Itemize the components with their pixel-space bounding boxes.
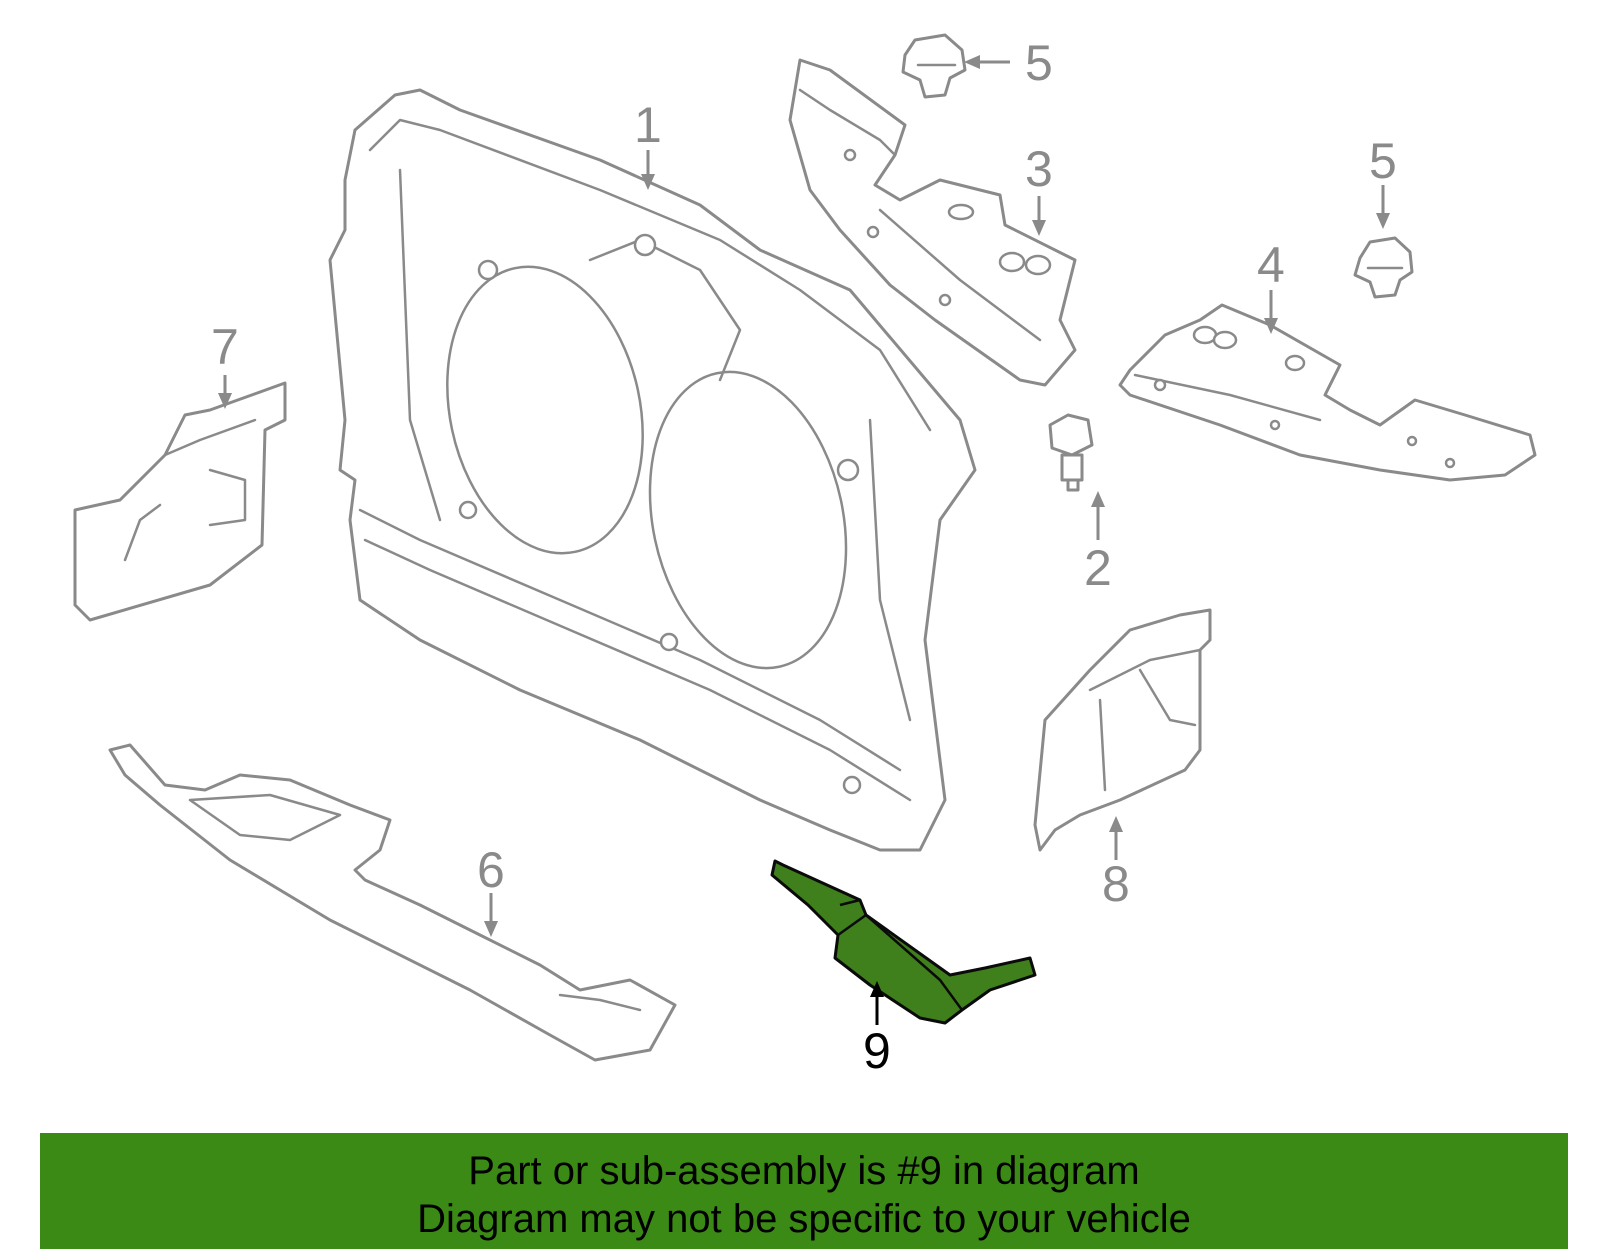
part-3-air-guide bbox=[788, 58, 1077, 387]
part-4-air-guide bbox=[1118, 303, 1537, 482]
callout-4: 4 bbox=[1257, 237, 1285, 334]
callout-3: 3 bbox=[1025, 141, 1053, 236]
callout-5-lower: 5 bbox=[1369, 133, 1397, 229]
callout-7: 7 bbox=[211, 319, 239, 409]
svg-text:1: 1 bbox=[634, 97, 662, 153]
notice-line-disclaimer: Diagram may not be specific to your vehi… bbox=[417, 1197, 1191, 1241]
callout-5-upper: 5 bbox=[964, 35, 1053, 91]
callout-9: 9 bbox=[863, 981, 891, 1079]
part-9-highlighted-bracket bbox=[770, 859, 1037, 1025]
svg-text:9: 9 bbox=[863, 1023, 891, 1079]
svg-text:5: 5 bbox=[1025, 35, 1053, 91]
callout-1: 1 bbox=[634, 97, 662, 190]
svg-text:7: 7 bbox=[211, 319, 239, 375]
svg-text:4: 4 bbox=[1257, 237, 1285, 293]
callout-2: 2 bbox=[1084, 491, 1112, 596]
part-8-side-air-guide bbox=[1033, 608, 1212, 852]
svg-text:8: 8 bbox=[1102, 856, 1130, 912]
callout-8: 8 bbox=[1102, 816, 1130, 912]
part-5-clip-upper bbox=[901, 33, 967, 99]
part-2-bolt bbox=[1048, 413, 1094, 492]
part-1-radiator-support bbox=[328, 88, 977, 852]
part-6-lower-air-guide bbox=[108, 743, 677, 1062]
svg-text:2: 2 bbox=[1084, 540, 1112, 596]
notice-line-part: Part or sub-assembly is #9 in diagram bbox=[468, 1149, 1140, 1193]
svg-text:6: 6 bbox=[477, 842, 505, 898]
part-5-clip-lower bbox=[1353, 236, 1414, 299]
svg-text:3: 3 bbox=[1025, 141, 1053, 197]
part-7-side-air-guide bbox=[73, 381, 287, 622]
callout-6: 6 bbox=[477, 842, 505, 937]
notice-banner: Part or sub-assembly is #9 in diagram Di… bbox=[40, 1133, 1568, 1249]
svg-text:5: 5 bbox=[1369, 133, 1397, 189]
